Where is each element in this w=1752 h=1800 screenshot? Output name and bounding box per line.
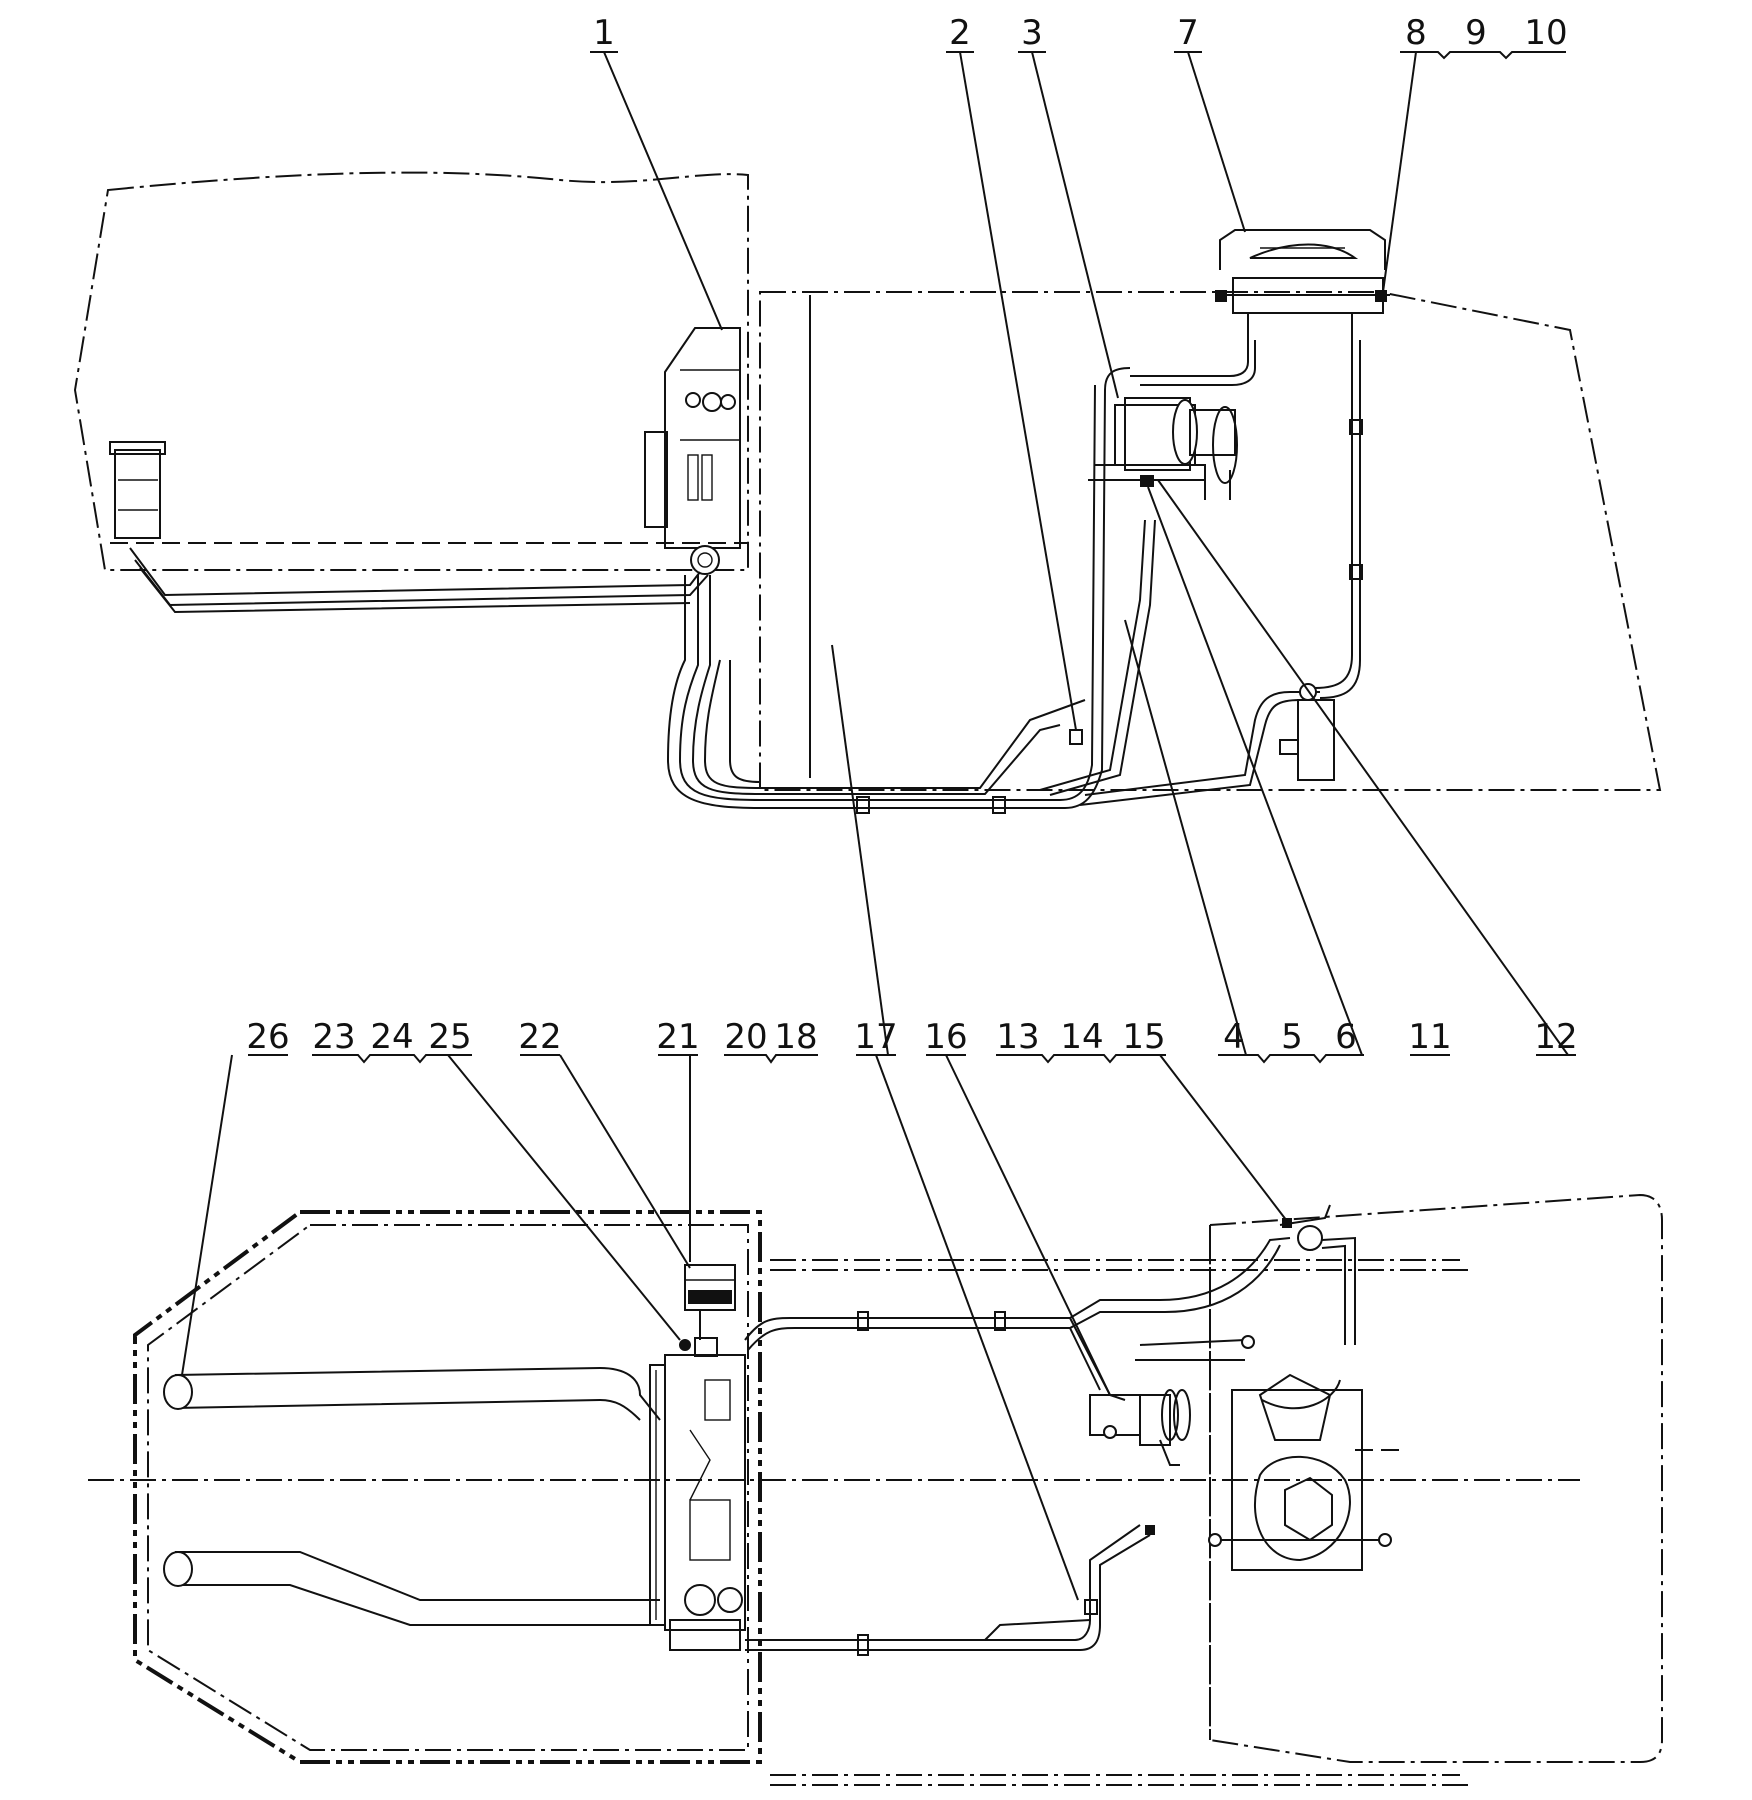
hose-cab-b bbox=[134, 559, 709, 607]
hose-plan-top-b bbox=[747, 1244, 1281, 1351]
compressor-top bbox=[1088, 397, 1238, 500]
cab-outline bbox=[73, 171, 749, 571]
callout-16: 16 bbox=[924, 1017, 967, 1057]
cab-air-filter-plan bbox=[684, 1264, 736, 1340]
engine-plan bbox=[1208, 1373, 1400, 1571]
callout-5: 5 bbox=[1281, 1017, 1303, 1057]
body-outline bbox=[759, 291, 1662, 791]
leader-17 bbox=[875, 1054, 1079, 1601]
hose-cab-c bbox=[139, 567, 691, 614]
hose-plan-top-a bbox=[744, 1237, 1291, 1341]
hose-bundle-1 bbox=[666, 367, 1131, 809]
hose-plan-bottom-a bbox=[745, 1524, 1141, 1641]
callout-6: 6 bbox=[1335, 1017, 1357, 1057]
engine-compartment bbox=[1209, 1193, 1663, 1763]
leader-2 bbox=[959, 51, 1077, 731]
hose-plan-bottom-b bbox=[745, 1534, 1151, 1651]
callout-14: 14 bbox=[1060, 1017, 1103, 1057]
leader-22 bbox=[559, 1054, 691, 1269]
clamp bbox=[1349, 419, 1363, 435]
clamp bbox=[856, 796, 870, 814]
cab-plan-inner bbox=[147, 1224, 749, 1751]
hose-drier-a bbox=[1084, 691, 1320, 796]
leader-16 bbox=[945, 1054, 1111, 1396]
evaporator-plan bbox=[649, 1337, 746, 1651]
leader-23-25 bbox=[447, 1054, 681, 1341]
callout-21: 21 bbox=[656, 1017, 699, 1057]
hose-drier-b bbox=[1079, 699, 1301, 806]
clamp bbox=[857, 1634, 869, 1656]
hose-plan-to-compressor-b bbox=[1069, 1327, 1101, 1391]
callout-3: 3 bbox=[1021, 13, 1043, 53]
hose-condenser-compressor bbox=[1130, 340, 1249, 377]
hose-plan-branch bbox=[984, 1619, 1091, 1641]
lower-view bbox=[88, 1054, 1663, 1786]
callout-10: 10 bbox=[1524, 13, 1567, 53]
callout-15: 15 bbox=[1122, 1017, 1165, 1057]
callout-26: 26 bbox=[246, 1017, 289, 1057]
air-duct-upper-b bbox=[174, 1398, 641, 1421]
callout-4: 4 bbox=[1223, 1017, 1245, 1057]
clamp bbox=[992, 796, 1006, 814]
callout-9: 9 bbox=[1465, 13, 1487, 53]
condenser-unit bbox=[1215, 229, 1390, 340]
clamp bbox=[1349, 564, 1363, 580]
cab-plan-outline bbox=[133, 1210, 762, 1764]
clamp bbox=[994, 1311, 1006, 1331]
callout-13: 13 bbox=[996, 1017, 1039, 1057]
leader-12 bbox=[1157, 479, 1569, 1056]
callout-1: 1 bbox=[593, 13, 615, 53]
compressor-plan bbox=[1089, 1335, 1255, 1466]
evaporator-unit bbox=[644, 327, 741, 575]
hose-compressor-a bbox=[1039, 519, 1146, 791]
clamp bbox=[1069, 729, 1083, 745]
pipe-condenser-drier-a bbox=[1314, 340, 1353, 689]
callout-7: 7 bbox=[1177, 13, 1199, 53]
pipe-condenser-drier-b bbox=[1319, 340, 1361, 699]
clamp bbox=[1084, 1599, 1098, 1615]
hose-compressor-b bbox=[1049, 519, 1156, 796]
upper-view bbox=[73, 51, 1662, 1056]
leader-26 bbox=[181, 1054, 233, 1376]
hose-cab-a bbox=[129, 547, 701, 597]
hose-bundle-5 bbox=[729, 660, 761, 783]
callout-8: 8 bbox=[1405, 13, 1427, 53]
air-duct-lower-b bbox=[175, 1584, 660, 1626]
callout-11: 11 bbox=[1408, 1017, 1451, 1057]
callout-23: 23 bbox=[312, 1017, 355, 1057]
callout-25: 25 bbox=[428, 1017, 471, 1057]
air-duct-upper-end bbox=[163, 1374, 193, 1410]
leader-18 bbox=[831, 644, 889, 1056]
leader-7 bbox=[1187, 51, 1246, 233]
leader-3 bbox=[1031, 51, 1119, 399]
leader-1 bbox=[603, 51, 723, 331]
callout-2: 2 bbox=[949, 13, 971, 53]
leader-11 bbox=[1147, 486, 1363, 1056]
hose-bundle-2 bbox=[678, 384, 1096, 801]
cab-filter bbox=[109, 441, 166, 539]
hose-bundle-3 bbox=[691, 575, 1061, 795]
hose-condenser-compressor-2 bbox=[1140, 340, 1256, 386]
callout-24: 24 bbox=[370, 1017, 413, 1057]
leader-8-10 bbox=[1382, 51, 1417, 293]
callout-12: 12 bbox=[1534, 1017, 1577, 1057]
leader-13-15 bbox=[1159, 1054, 1291, 1226]
callout-20: 20 bbox=[724, 1017, 767, 1057]
clamp bbox=[857, 1311, 869, 1331]
air-duct-lower-end bbox=[163, 1551, 193, 1587]
air-duct-lower-a bbox=[175, 1551, 660, 1601]
callout-17: 17 bbox=[854, 1017, 897, 1057]
leader-4-6 bbox=[1124, 619, 1247, 1056]
callout-22: 22 bbox=[518, 1017, 561, 1057]
receiver-drier-plan bbox=[1279, 1204, 1356, 1345]
callout-labels: 1 2 3 7 8 9 10 26 23 24 25 22 21 20 18 1… bbox=[246, 13, 1578, 1064]
callout-18: 18 bbox=[774, 1017, 817, 1057]
hose-bundle-4 bbox=[703, 659, 1086, 789]
fitting bbox=[1145, 1525, 1155, 1535]
air-duct-upper-a bbox=[174, 1366, 661, 1421]
